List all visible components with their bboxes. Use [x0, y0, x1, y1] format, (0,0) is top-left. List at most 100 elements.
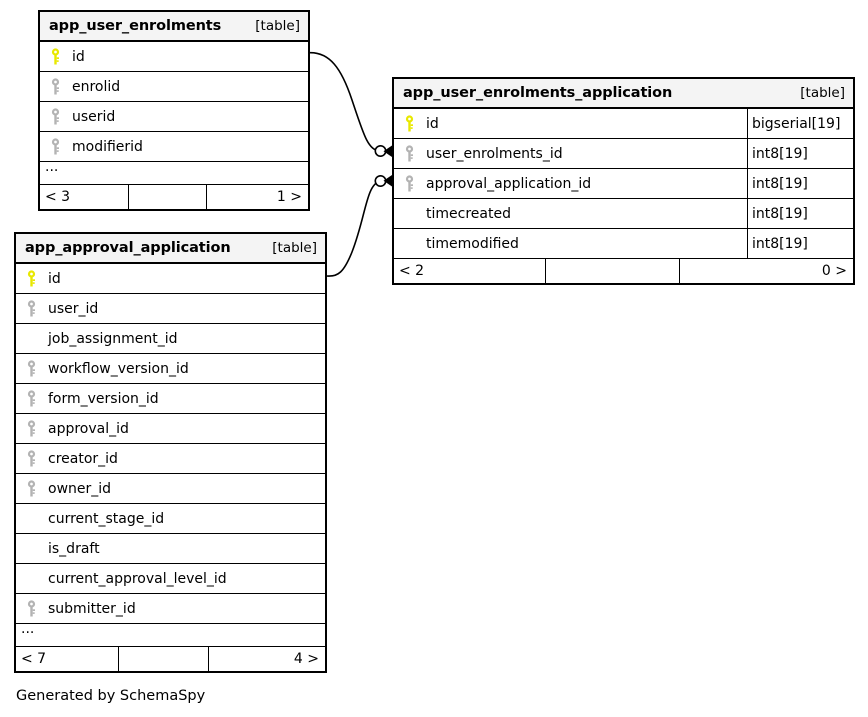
column-type: int8[19]: [747, 169, 853, 198]
column-main: timemodified: [394, 229, 747, 258]
column-row-workflow_version_id[interactable]: workflow_version_id: [16, 354, 325, 384]
column-type: int8[19]: [747, 229, 853, 258]
table-footer-app_approval_application: < 7 4 >: [16, 647, 325, 671]
column-row-id[interactable]: id: [40, 42, 308, 72]
column-row-id[interactable]: id bigserial[19]: [394, 109, 853, 139]
edge-path: [305, 52, 381, 152]
column-name: user_enrolments_id: [426, 145, 563, 162]
column-name: approval_id: [48, 420, 129, 437]
column-row-current_stage_id[interactable]: current_stage_id: [16, 504, 325, 534]
column-main: current_stage_id: [16, 504, 325, 533]
column-main: workflow_version_id: [16, 354, 325, 383]
table-box-app_user_enrolments[interactable]: app_user_enrolments [table] id enrolid useri…: [38, 10, 310, 211]
column-main: timecreated: [394, 199, 747, 228]
foreign-key-icon: [16, 450, 46, 467]
more-columns-indicator: ...: [40, 160, 308, 185]
column-main: enrolid: [40, 72, 308, 101]
column-name: approval_application_id: [426, 175, 592, 192]
column-main: id: [394, 109, 747, 138]
column-row-approval_id[interactable]: approval_id: [16, 414, 325, 444]
column-type: bigserial[19]: [747, 109, 853, 138]
primary-key-icon: [394, 115, 424, 132]
footer-middle: [128, 185, 207, 209]
table-title: app_user_enrolments_application: [403, 85, 673, 101]
column-row-approval_application_id[interactable]: approval_application_id int8[19]: [394, 169, 853, 199]
column-row-enrolid[interactable]: enrolid: [40, 72, 308, 102]
column-type: int8[19]: [747, 199, 853, 228]
column-name: enrolid: [72, 78, 121, 95]
footer-child-count[interactable]: 4 >: [293, 651, 319, 667]
column-row-creator_id[interactable]: creator_id: [16, 444, 325, 474]
column-main: current_approval_level_id: [16, 564, 325, 593]
column-row-submitter_id[interactable]: submitter_id: [16, 594, 325, 624]
column-name: timecreated: [426, 205, 511, 222]
table-header-app_approval_application[interactable]: app_approval_application[table]: [16, 234, 325, 264]
column-name: modifierid: [72, 138, 143, 155]
table-box-app_approval_application[interactable]: app_approval_application[table]id user_id…: [14, 232, 327, 673]
column-main: user_enrolments_id: [394, 139, 747, 168]
foreign-key-icon: [16, 420, 46, 437]
foreign-key-icon: [16, 480, 46, 497]
column-main: owner_id: [16, 474, 325, 503]
foreign-key-icon: [40, 78, 70, 95]
column-main: user_id: [16, 294, 325, 323]
foreign-key-icon: [40, 138, 70, 155]
column-name: owner_id: [48, 480, 112, 497]
column-name: workflow_version_id: [48, 360, 189, 377]
foreign-key-icon: [16, 360, 46, 377]
foreign-key-icon: [16, 600, 46, 617]
relationship-edge-user-enrolments: [305, 52, 392, 158]
column-name: current_stage_id: [48, 510, 165, 527]
column-name: form_version_id: [48, 390, 159, 407]
table-box-app_user_enrolments_application[interactable]: app_user_enrolments_application [table] id…: [392, 77, 855, 285]
column-main: approval_id: [16, 414, 325, 443]
column-row-form_version_id[interactable]: form_version_id: [16, 384, 325, 414]
column-row-owner_id[interactable]: owner_id: [16, 474, 325, 504]
column-row-user_enrolments_id[interactable]: user_enrolments_id int8[19]: [394, 139, 853, 169]
table-type-tag: [table]: [800, 85, 845, 101]
column-main: is_draft: [16, 534, 325, 563]
column-main: job_assignment_id: [16, 324, 325, 353]
column-main: form_version_id: [16, 384, 325, 413]
column-row-timemodified[interactable]: timemodified int8[19]: [394, 229, 853, 259]
column-main: userid: [40, 102, 308, 131]
column-row-job_assignment_id[interactable]: job_assignment_id: [16, 324, 325, 354]
footer-parent-count[interactable]: < 2: [399, 263, 425, 279]
footer-child-count[interactable]: 1 >: [276, 189, 302, 205]
ellipsis-label: ...: [21, 621, 35, 637]
column-type: int8[19]: [747, 139, 853, 168]
column-row-current_approval_level_id[interactable]: current_approval_level_id: [16, 564, 325, 594]
column-name: job_assignment_id: [48, 330, 178, 347]
column-name: timemodified: [426, 235, 519, 252]
column-row-timecreated[interactable]: timecreated int8[19]: [394, 199, 853, 229]
column-row-id[interactable]: id: [16, 264, 325, 294]
column-main: submitter_id: [16, 594, 325, 623]
footer-parent-count[interactable]: < 3: [45, 189, 71, 205]
table-title: app_user_enrolments: [49, 18, 222, 34]
foreign-key-icon: [16, 390, 46, 407]
column-main: id: [40, 42, 308, 71]
column-name: userid: [72, 108, 116, 125]
column-name: submitter_id: [48, 600, 136, 617]
primary-key-icon: [40, 48, 70, 65]
column-main: approval_application_id: [394, 169, 747, 198]
table-type-tag: [table]: [255, 18, 300, 34]
column-row-is_draft[interactable]: is_draft: [16, 534, 325, 564]
column-name: id: [426, 115, 439, 132]
more-columns-indicator: ...: [16, 621, 325, 647]
column-row-user_id[interactable]: user_id: [16, 294, 325, 324]
column-name: user_id: [48, 300, 99, 317]
footer-child-count[interactable]: 0 >: [821, 263, 847, 279]
relationship-edge-approval-application: [326, 175, 392, 277]
column-row-modifierid[interactable]: modifierid: [40, 132, 308, 162]
table-footer-app_user_enrolments_application: < 2 0 >: [394, 259, 853, 283]
column-row-userid[interactable]: userid: [40, 102, 308, 132]
column-main: creator_id: [16, 444, 325, 473]
footer-middle: [118, 647, 209, 671]
edge-zero-or-more-circle: [374, 145, 387, 158]
table-header-app_user_enrolments_application[interactable]: app_user_enrolments_application [table]: [394, 79, 853, 109]
footer-parent-count[interactable]: < 7: [21, 651, 47, 667]
table-header-app_user_enrolments[interactable]: app_user_enrolments [table]: [40, 12, 308, 42]
column-name: is_draft: [48, 540, 100, 557]
